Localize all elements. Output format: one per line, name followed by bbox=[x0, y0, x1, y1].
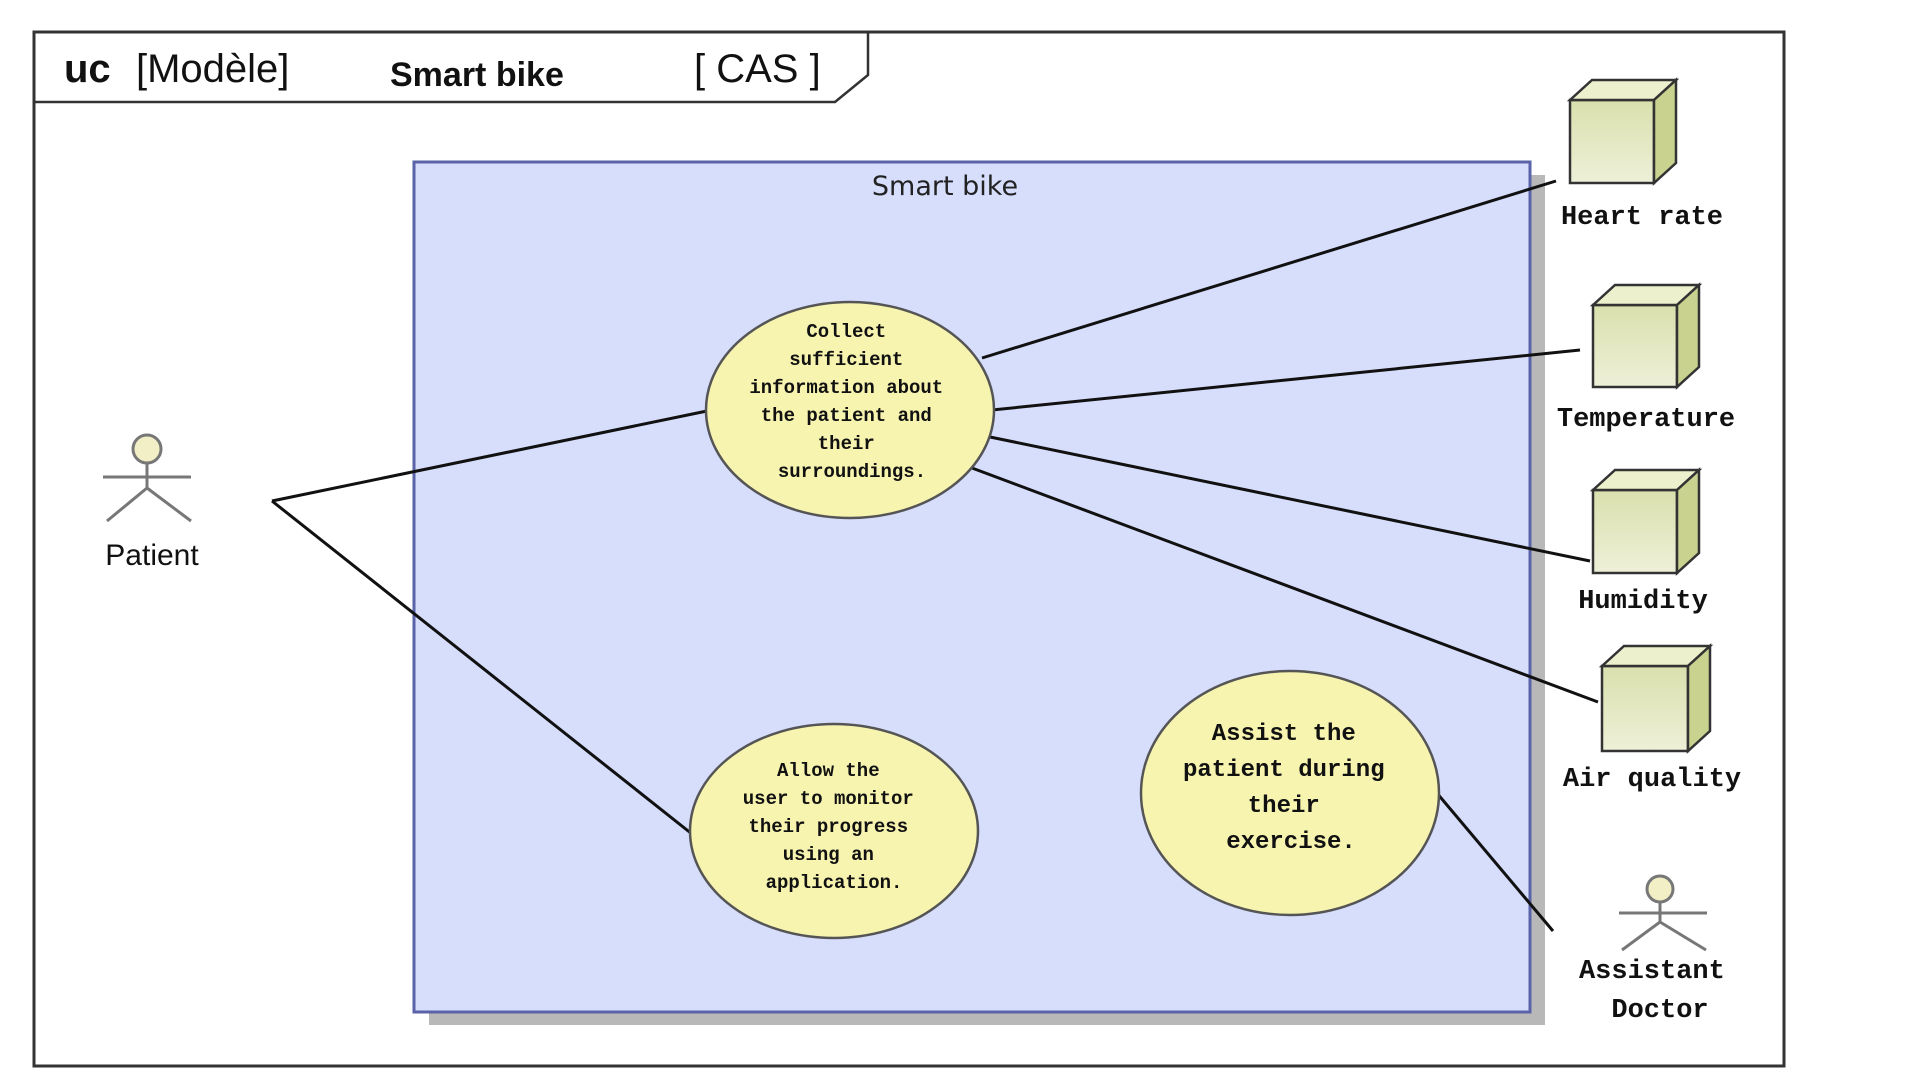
frame-kind-label: uc bbox=[64, 47, 111, 91]
associations bbox=[271, 179, 1599, 932]
use-case-collect: Collect sufficient information about the… bbox=[704, 300, 996, 520]
use-case-collect-line: their bbox=[818, 433, 875, 455]
assoc-assist-doctor bbox=[1434, 791, 1555, 932]
frame-tag-label: [ CAS ] bbox=[694, 47, 821, 91]
assoc-patient-collect bbox=[271, 409, 708, 503]
svg-text:Assistant Doctor: Assistant Doctor bbox=[1579, 957, 1741, 1026]
use-case-collect-ellipse bbox=[704, 300, 996, 520]
use-case-assist: Assist the patient during their exercise… bbox=[1139, 669, 1441, 917]
actor-assistant-doctor-label: Assistant bbox=[1579, 957, 1725, 987]
use-case-assist-line: Assist the bbox=[1212, 721, 1356, 748]
node-temperature: Temperature bbox=[1557, 282, 1735, 435]
actor-patient-icon bbox=[103, 433, 192, 523]
actor-patient: Patient bbox=[103, 433, 199, 572]
svg-text:Collect sufficient: Collect sufficient information about the… bbox=[749, 321, 954, 483]
frame-model-label: [Modèle] bbox=[136, 47, 289, 91]
use-case-monitor-line: their progress bbox=[748, 816, 908, 838]
node-humidity: Humidity bbox=[1578, 467, 1708, 617]
node-air-quality: Air quality bbox=[1563, 643, 1741, 795]
node-air-quality-label: Air quality bbox=[1563, 765, 1741, 795]
use-case-collect-line: sufficient bbox=[789, 349, 903, 371]
assoc-collect-heart-rate bbox=[981, 179, 1557, 360]
cube-icon bbox=[1566, 77, 1680, 186]
frame-header-tab bbox=[34, 32, 870, 104]
use-case-collect-line: surroundings. bbox=[778, 461, 926, 483]
use-case-collect-line: Collect bbox=[806, 321, 886, 343]
assoc-collect-temperature bbox=[991, 348, 1581, 412]
assoc-collect-humidity bbox=[989, 435, 1591, 563]
use-case-collect-line: information about bbox=[749, 377, 943, 399]
actor-assistant-doctor-label: Doctor bbox=[1611, 996, 1708, 1026]
actor-patient-label: Patient bbox=[105, 539, 199, 572]
actor-assistant-doctor-icon bbox=[1619, 874, 1707, 952]
use-case-monitor-ellipse bbox=[688, 722, 980, 940]
node-humidity-label: Humidity bbox=[1578, 587, 1708, 617]
use-case-monitor-line: application. bbox=[766, 872, 903, 894]
cube-icon bbox=[1589, 282, 1703, 390]
use-case-assist-line: exercise. bbox=[1226, 829, 1356, 856]
node-temperature-label: Temperature bbox=[1557, 405, 1735, 435]
node-heart-rate-label: Heart rate bbox=[1561, 203, 1723, 233]
cube-icon bbox=[1589, 467, 1703, 576]
assoc-patient-monitor bbox=[271, 499, 693, 836]
frame-name-label: Smart bike bbox=[390, 56, 564, 94]
use-case-assist-line: patient during bbox=[1183, 757, 1385, 784]
node-heart-rate: Heart rate bbox=[1561, 77, 1723, 233]
svg-text:Allow the user to monito: Allow the user to monitor their progress… bbox=[743, 760, 925, 894]
use-case-collect-line: the patient and bbox=[761, 405, 932, 427]
use-case-assist-ellipse bbox=[1139, 669, 1441, 917]
use-case-assist-line: their bbox=[1248, 793, 1320, 820]
assoc-collect-air-quality bbox=[971, 466, 1599, 704]
actor-assistant-doctor: Assistant Doctor bbox=[1579, 874, 1741, 1026]
system-boundary-title: Smart bike bbox=[872, 171, 1018, 202]
cube-icon bbox=[1598, 643, 1714, 754]
svg-text:Assist the patient durin: Assist the patient during their exercise… bbox=[1183, 721, 1399, 856]
use-case-monitor-line: Allow the bbox=[777, 760, 880, 782]
use-case-monitor-line: using an bbox=[783, 844, 874, 866]
use-case-monitor-line: user to monitor bbox=[743, 788, 914, 810]
use-case-monitor: Allow the user to monitor their progress… bbox=[688, 722, 980, 940]
